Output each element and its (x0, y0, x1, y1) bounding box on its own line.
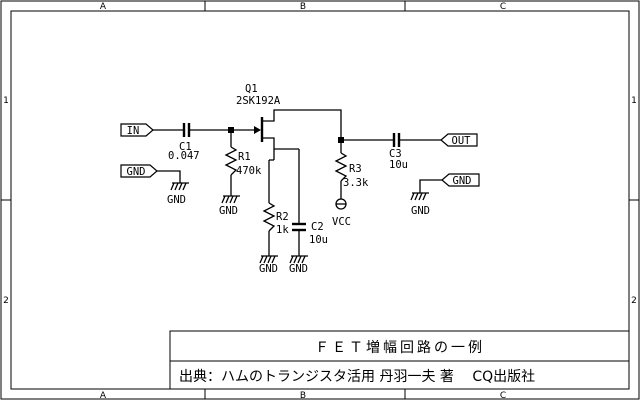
ground-symbol-right-port: GND (410, 192, 430, 217)
resistor-r3: R3 3.3k (334, 152, 369, 189)
in-port: IN (120, 123, 154, 137)
out-port: OUT (440, 133, 478, 147)
junction-gate (228, 127, 234, 133)
ground-label: GND (411, 205, 430, 217)
r2-value: 1k (276, 224, 289, 236)
gnd-port-right-label: GND (453, 175, 472, 187)
resistor-r1: R1 470k (224, 146, 262, 177)
ground-label: GND (219, 205, 238, 217)
resistor-r2: R2 1k (262, 202, 289, 236)
c1-value: 0.047 (168, 150, 200, 162)
zone-col-a-bottom: A (100, 391, 107, 400)
ground-symbol-r2: GND (259, 255, 278, 275)
vcc-symbol: VCC (332, 198, 351, 228)
r3-value: 3.3k (343, 177, 369, 189)
title-block: ＦＥＴ増幅回路の一例 出典：ハムのトランジスタ活用 丹羽一夫 著 CQ出版社 (169, 330, 630, 390)
q1-jfet: Q1 2SK192A (236, 83, 281, 142)
wires (152, 109, 442, 256)
drawing-title: ＦＥＴ増幅回路の一例 (315, 340, 485, 356)
ground-label: GND (289, 263, 308, 275)
gnd-port-left-label: GND (127, 166, 146, 178)
zone-col-b-bottom: B (300, 391, 306, 400)
zone-col-c-top: C (500, 2, 506, 12)
capacitor-c2: C2 10u (292, 221, 328, 246)
zone-col-a-top: A (100, 2, 107, 12)
zone-col-b-top: B (300, 2, 306, 12)
q1-value: 2SK192A (236, 95, 281, 107)
r1-ref: R1 (238, 151, 251, 163)
ground-label: GND (259, 263, 278, 275)
gnd-port-left: GND (120, 164, 158, 178)
capacitor-c3: C3 10u (389, 133, 408, 171)
zone-row-2-left: 2 (3, 296, 9, 306)
vcc-label: VCC (332, 216, 351, 228)
gnd-port-right: GND (441, 173, 480, 187)
r3-ref: R3 (349, 163, 362, 175)
r2-ref: R2 (276, 211, 289, 223)
r1-value: 470k (236, 165, 262, 177)
out-port-label: OUT (452, 135, 472, 147)
c1-ref: C1 (179, 141, 192, 153)
c2-ref: C2 (311, 221, 324, 233)
q1-ref: Q1 (245, 83, 258, 95)
in-port-label: IN (127, 125, 140, 137)
zone-row-2-right: 2 (631, 296, 637, 306)
drawing-source: 出典：ハムのトランジスタ活用 丹羽一夫 著 CQ出版社 (179, 369, 535, 385)
c3-value: 10u (389, 159, 408, 171)
c2-value: 10u (309, 234, 328, 246)
ground-label: GND (167, 194, 186, 206)
ground-symbol-r1: GND (219, 195, 240, 217)
zone-row-1-right: 1 (631, 96, 637, 106)
ground-symbol-c2: GND (289, 255, 308, 275)
zone-row-1-left: 1 (3, 96, 9, 106)
c3-ref: C3 (389, 148, 402, 160)
zone-col-c-bottom: C (500, 391, 506, 400)
inner-border (10, 10, 630, 390)
junction-drain (338, 137, 344, 143)
capacitor-c1: C1 0.047 (168, 123, 200, 162)
ground-symbol-left-port: GND (167, 182, 189, 206)
